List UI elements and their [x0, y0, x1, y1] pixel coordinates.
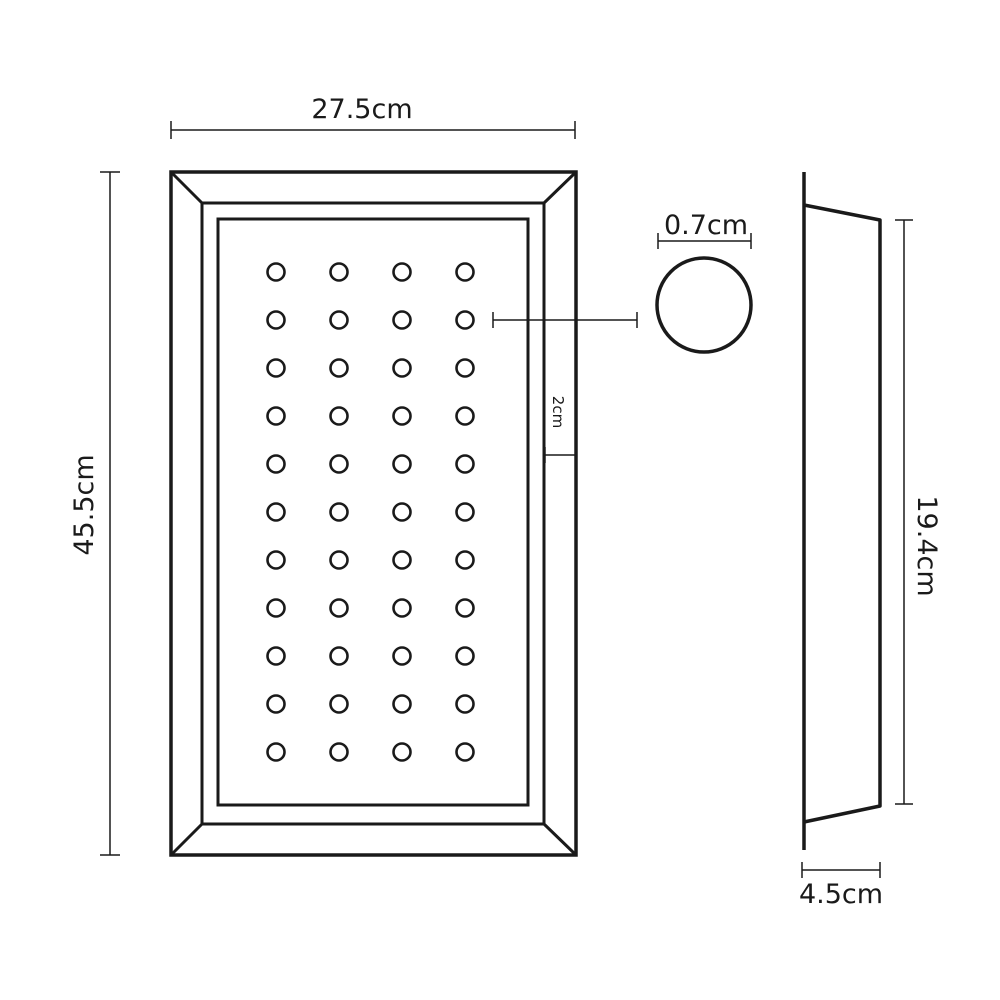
- drain-hole: [266, 550, 286, 570]
- drain-hole: [329, 694, 349, 714]
- drain-hole: [266, 694, 286, 714]
- side-depth-label: 4.5cm: [799, 879, 883, 910]
- drain-hole: [329, 742, 349, 762]
- drain-hole: [392, 646, 412, 666]
- drain-hole: [266, 310, 286, 330]
- drain-hole: [455, 358, 475, 378]
- drain-hole: [392, 310, 412, 330]
- drain-hole: [266, 742, 286, 762]
- left-height-dimension: [100, 171, 120, 856]
- tray-outer-rim: [169, 170, 578, 857]
- drain-hole: [266, 502, 286, 522]
- drain-hole: [455, 406, 475, 426]
- drain-holes: [266, 262, 475, 762]
- drain-hole: [455, 742, 475, 762]
- drain-hole: [392, 406, 412, 426]
- drain-hole: [329, 502, 349, 522]
- drain-hole: [455, 502, 475, 522]
- drain-hole: [329, 358, 349, 378]
- tray-top-view: [169, 170, 578, 857]
- drain-hole: [266, 598, 286, 618]
- drain-hole: [266, 406, 286, 426]
- top-width-label: 27.5cm: [311, 94, 412, 125]
- drain-hole: [266, 262, 286, 282]
- drain-hole: [392, 694, 412, 714]
- drain-hole: [455, 598, 475, 618]
- drain-hole: [329, 454, 349, 474]
- hole-detail-circle: [655, 256, 753, 354]
- drain-hole: [455, 694, 475, 714]
- drain-hole: [329, 550, 349, 570]
- drain-hole: [392, 262, 412, 282]
- hole-detail: 0.7cm: [655, 210, 753, 354]
- drain-hole: [329, 262, 349, 282]
- drain-hole: [266, 646, 286, 666]
- rim-width-label: 2cm: [549, 396, 567, 428]
- drain-hole: [455, 550, 475, 570]
- hole-diameter-label: 0.7cm: [664, 210, 748, 241]
- hole-diameter-dimension: [657, 233, 752, 249]
- hole-callout-leader: [492, 312, 638, 328]
- drain-hole: [329, 406, 349, 426]
- drain-hole: [392, 598, 412, 618]
- drain-hole: [329, 310, 349, 330]
- top-width-dimension: [170, 121, 576, 139]
- drain-hole: [455, 454, 475, 474]
- drain-hole: [392, 358, 412, 378]
- tray-inner-rim: [200, 201, 546, 826]
- tray-base: [216, 217, 530, 807]
- side-wall-profile: [803, 203, 882, 824]
- tray-side-view: [802, 172, 882, 850]
- side-height-dimension: [895, 219, 913, 805]
- left-height-label: 45.5cm: [69, 454, 100, 555]
- drain-hole: [392, 742, 412, 762]
- drain-hole: [392, 550, 412, 570]
- tray-corner-bevels: [169, 170, 578, 857]
- drain-hole: [266, 358, 286, 378]
- side-depth-dimension: [801, 862, 881, 878]
- drain-hole: [455, 262, 475, 282]
- side-height-label: 19.4cm: [911, 495, 942, 596]
- drain-hole: [455, 646, 475, 666]
- drain-hole: [329, 598, 349, 618]
- drain-hole: [392, 502, 412, 522]
- drain-hole: [266, 454, 286, 474]
- drain-hole: [455, 310, 475, 330]
- drain-hole: [329, 646, 349, 666]
- rim-width-dimension: [544, 447, 577, 463]
- drain-hole: [392, 454, 412, 474]
